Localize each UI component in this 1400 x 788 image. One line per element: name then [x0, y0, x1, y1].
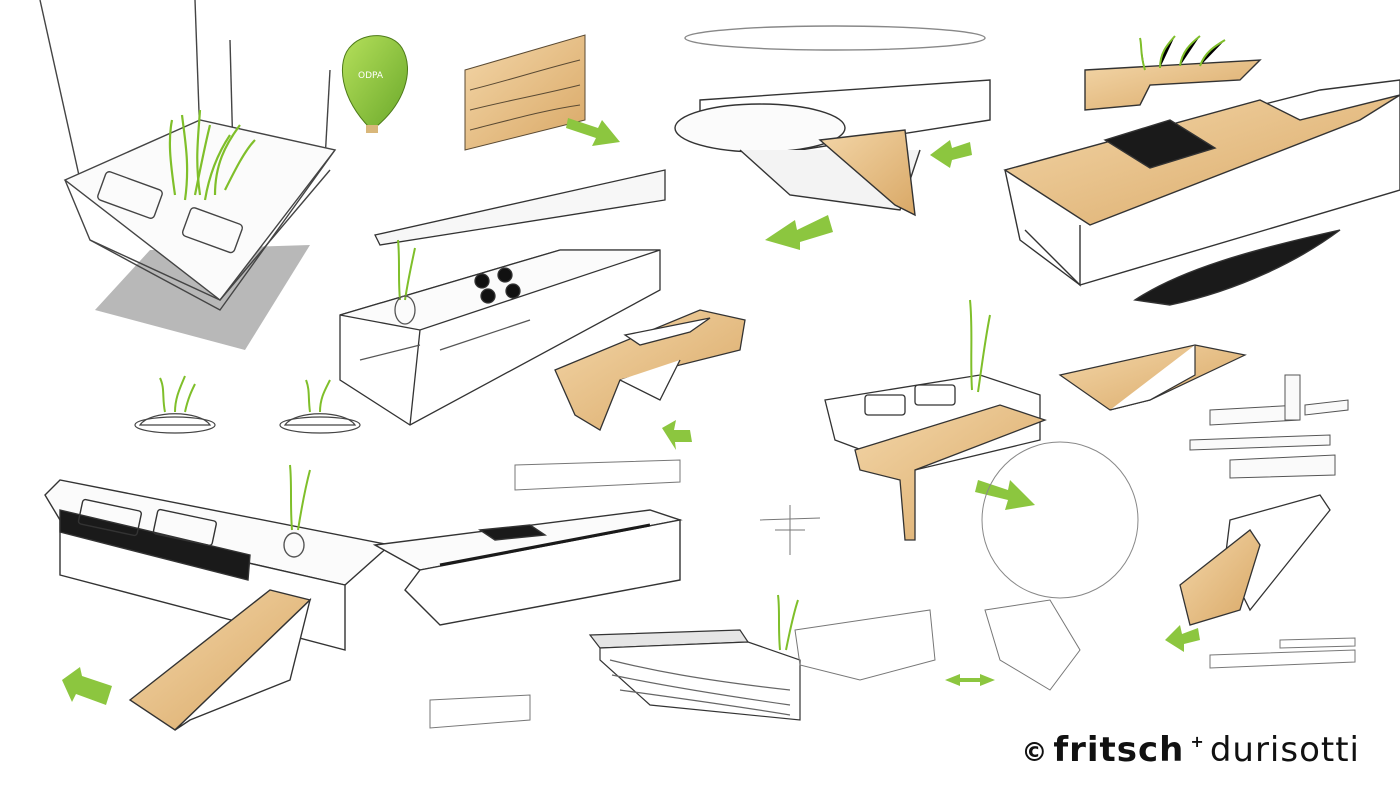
arrow-icon [1165, 625, 1200, 652]
grass-icon [1139, 35, 1226, 71]
brand-name-primary: fritsch [1053, 730, 1185, 770]
arrow-icon [975, 480, 1035, 510]
sketch-cooktop-island [1003, 35, 1400, 306]
sketch-wood-panel [464, 34, 586, 151]
balloon-label: ODPA [358, 71, 384, 81]
brand-separator: + [1190, 732, 1204, 751]
arrow-icon [930, 140, 972, 168]
sketch-hanging-island [39, 0, 337, 350]
sketch-wood-bench [1058, 344, 1247, 411]
grass-icon [168, 109, 256, 201]
sketch-profile-details [1189, 374, 1349, 479]
arrow-icon [945, 674, 995, 686]
sketch-oval-island [674, 25, 991, 217]
arrow-icon [662, 420, 692, 450]
sketch-l-island [44, 464, 683, 731]
brand-name-secondary: durisotti [1209, 730, 1360, 770]
detail-callout [981, 441, 1139, 599]
sketch-hob-island [339, 169, 666, 426]
grass-icon [397, 239, 416, 301]
sketch-planter-pods [134, 375, 361, 434]
sketch-wave-island [588, 594, 801, 721]
arrow-icon [62, 667, 112, 705]
sketch-cut-island [1179, 494, 1331, 626]
sketch-outline-islands [429, 459, 1356, 729]
sketch-table-island [824, 299, 1047, 541]
brand-logo: © fritsch + durisotti [1021, 730, 1360, 770]
sketch-wood-wrap [554, 309, 746, 431]
arrow-icon [765, 215, 833, 250]
arrow-icon [566, 118, 620, 146]
balloon-icon: ODPA [341, 35, 409, 133]
copyright-symbol: © [1021, 738, 1048, 768]
